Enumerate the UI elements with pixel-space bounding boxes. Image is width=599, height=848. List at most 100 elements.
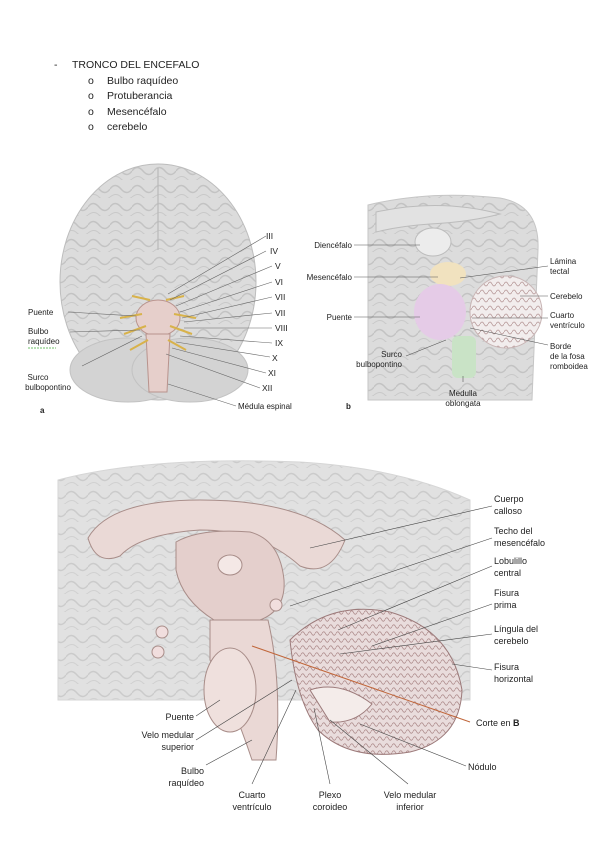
figure-b-leaders xyxy=(354,244,549,382)
nerve-label: VI xyxy=(275,277,283,287)
label-puente: Puente xyxy=(165,712,194,722)
dash-bullet: - xyxy=(54,59,58,71)
outline-title: TRONCO DEL ENCEFALO xyxy=(72,59,200,71)
medulla-region xyxy=(452,336,476,378)
list-item: o Mesencéfalo xyxy=(88,105,199,121)
mammillary-body xyxy=(155,625,169,639)
label-nodulo: Nódulo xyxy=(468,762,497,772)
medulla-spinal-cord xyxy=(145,333,171,393)
cranial-nerve-labels: III IV V VI VII VII VIII IX X XI XII xyxy=(262,231,288,393)
pons xyxy=(203,647,257,733)
label-fisura-horizontal: horizontal xyxy=(494,674,533,684)
circle-bullet: o xyxy=(88,105,94,118)
diencephalon xyxy=(175,530,285,621)
label-bulbo: Bulbo xyxy=(28,327,49,336)
label-fisura-horizontal: Fisura xyxy=(494,662,519,672)
figure-b-sagittal-brainstem: Diencéfalo Mesencéfalo Puente Surco bulb… xyxy=(307,194,589,411)
label-cuarto-ventriculo: ventrículo xyxy=(232,802,271,812)
label-lamina-tectal: tectal xyxy=(550,267,569,276)
label-diencefalo: Diencéfalo xyxy=(314,241,352,250)
figure-c-labels: Cuerpo calloso Techo del mesencéfalo Lob… xyxy=(141,494,545,812)
nerve-label: VII xyxy=(275,292,285,302)
label-velo-superior: superior xyxy=(161,742,194,752)
label-lobulillo-central: central xyxy=(494,568,521,578)
label-borde-fosa: romboidea xyxy=(550,362,588,371)
section-line xyxy=(251,645,471,723)
circle-bullet: o xyxy=(88,121,94,134)
label-bulbo: raquídeo xyxy=(168,778,204,788)
nerve-label: XI xyxy=(268,368,276,378)
list-item-text: cerebelo xyxy=(107,121,148,134)
label-borde-fosa: de la fosa xyxy=(550,352,585,361)
label-plexo: coroideo xyxy=(313,802,348,812)
corpus-callosum xyxy=(87,499,346,570)
figure-b-labels: Diencéfalo Mesencéfalo Puente Surco bulb… xyxy=(307,241,589,408)
nerve-label: III xyxy=(266,231,273,241)
label-cuarto-ventriculo: ventrículo xyxy=(550,321,585,330)
nerve-label: XII xyxy=(262,383,272,393)
nerve-label: IV xyxy=(270,246,278,256)
corpus-callosum xyxy=(375,205,502,233)
label-mesencefalo: Mesencéfalo xyxy=(307,273,353,282)
label-puente: Puente xyxy=(28,308,54,317)
nerve-label: IX xyxy=(275,338,283,348)
label-cuerpo-calloso: calloso xyxy=(494,506,522,516)
label-medulla: Medulla xyxy=(449,389,478,398)
nerve-label: V xyxy=(275,261,281,271)
label-cuarto-ventriculo: Cuarto xyxy=(238,790,265,800)
label-corte: Corte en B xyxy=(476,718,520,728)
label-medulla: oblongata xyxy=(445,399,481,408)
label-cerebelo: Cerebelo xyxy=(550,292,583,301)
label-fisura-prima: Fisura xyxy=(494,588,519,598)
nerve-label: VII xyxy=(275,308,285,318)
figure-a-labels: Puente Bulbo raquídeo Surco bulbopontino… xyxy=(25,308,292,411)
cerebellum xyxy=(469,275,543,349)
label-lamina-tectal: Lámina xyxy=(550,257,577,266)
label-bulbo: raquídeo xyxy=(28,337,60,346)
label-velo-inferior: Velo medular xyxy=(384,790,437,800)
figure-a-basal-brain: III IV V VI VII VII VIII IX X XI XII Pue… xyxy=(25,163,292,415)
nerve-label: X xyxy=(272,353,278,363)
label-cuerpo-calloso: Cuerpo xyxy=(494,494,524,504)
list-item-text: Protuberancia xyxy=(107,90,173,103)
label-techo-mesencefalo: mesencéfalo xyxy=(494,538,545,548)
panel-letter-a: a xyxy=(40,406,45,415)
label-cuarto-ventriculo: Cuarto xyxy=(550,311,575,320)
outline-heading: - TRONCO DEL ENCEFALO xyxy=(54,58,199,74)
list-item: o Protuberancia xyxy=(88,89,199,105)
figure-a-leaders xyxy=(67,235,273,407)
pons xyxy=(135,299,181,337)
list-item: o Bulbo raquídeo xyxy=(88,74,199,90)
label-lingula: Língula del xyxy=(494,624,538,634)
diencephalon xyxy=(414,227,452,257)
thalamus-adhesion xyxy=(217,554,243,576)
pineal-body xyxy=(269,598,283,612)
label-surco: Surco xyxy=(28,373,49,382)
pons-region xyxy=(414,284,466,340)
figure-c-leaders xyxy=(195,505,493,785)
label-plexo: Plexo xyxy=(319,790,342,800)
arbor-vitae xyxy=(309,686,373,723)
label-medula-espinal: Médula espinal xyxy=(238,402,292,411)
label-lingula: cerebelo xyxy=(494,636,529,646)
figure-c-sagittal-detail: Cuerpo calloso Techo del mesencéfalo Lob… xyxy=(57,460,545,812)
label-velo-inferior: inferior xyxy=(396,802,424,812)
hypophysis xyxy=(151,645,165,659)
label-corte-text: Corte en xyxy=(476,718,511,728)
label-puente: Puente xyxy=(327,313,353,322)
nerve-label: VIII xyxy=(275,323,288,333)
label-lobulillo-central: Lobulillo xyxy=(494,556,527,566)
circle-bullet: o xyxy=(88,74,94,87)
circle-bullet: o xyxy=(88,90,94,103)
label-corte-letter: B xyxy=(513,718,520,728)
label-velo-superior: Velo medular xyxy=(141,730,194,740)
list-item-text: Mesencéfalo xyxy=(107,105,167,118)
mesencephalon-region xyxy=(430,262,466,286)
label-techo-mesencefalo: Techo del xyxy=(494,526,533,536)
list-item-text: Bulbo raquídeo xyxy=(107,74,179,87)
label-bulbo: Bulbo xyxy=(181,766,204,776)
panel-letter-b: b xyxy=(346,402,351,411)
